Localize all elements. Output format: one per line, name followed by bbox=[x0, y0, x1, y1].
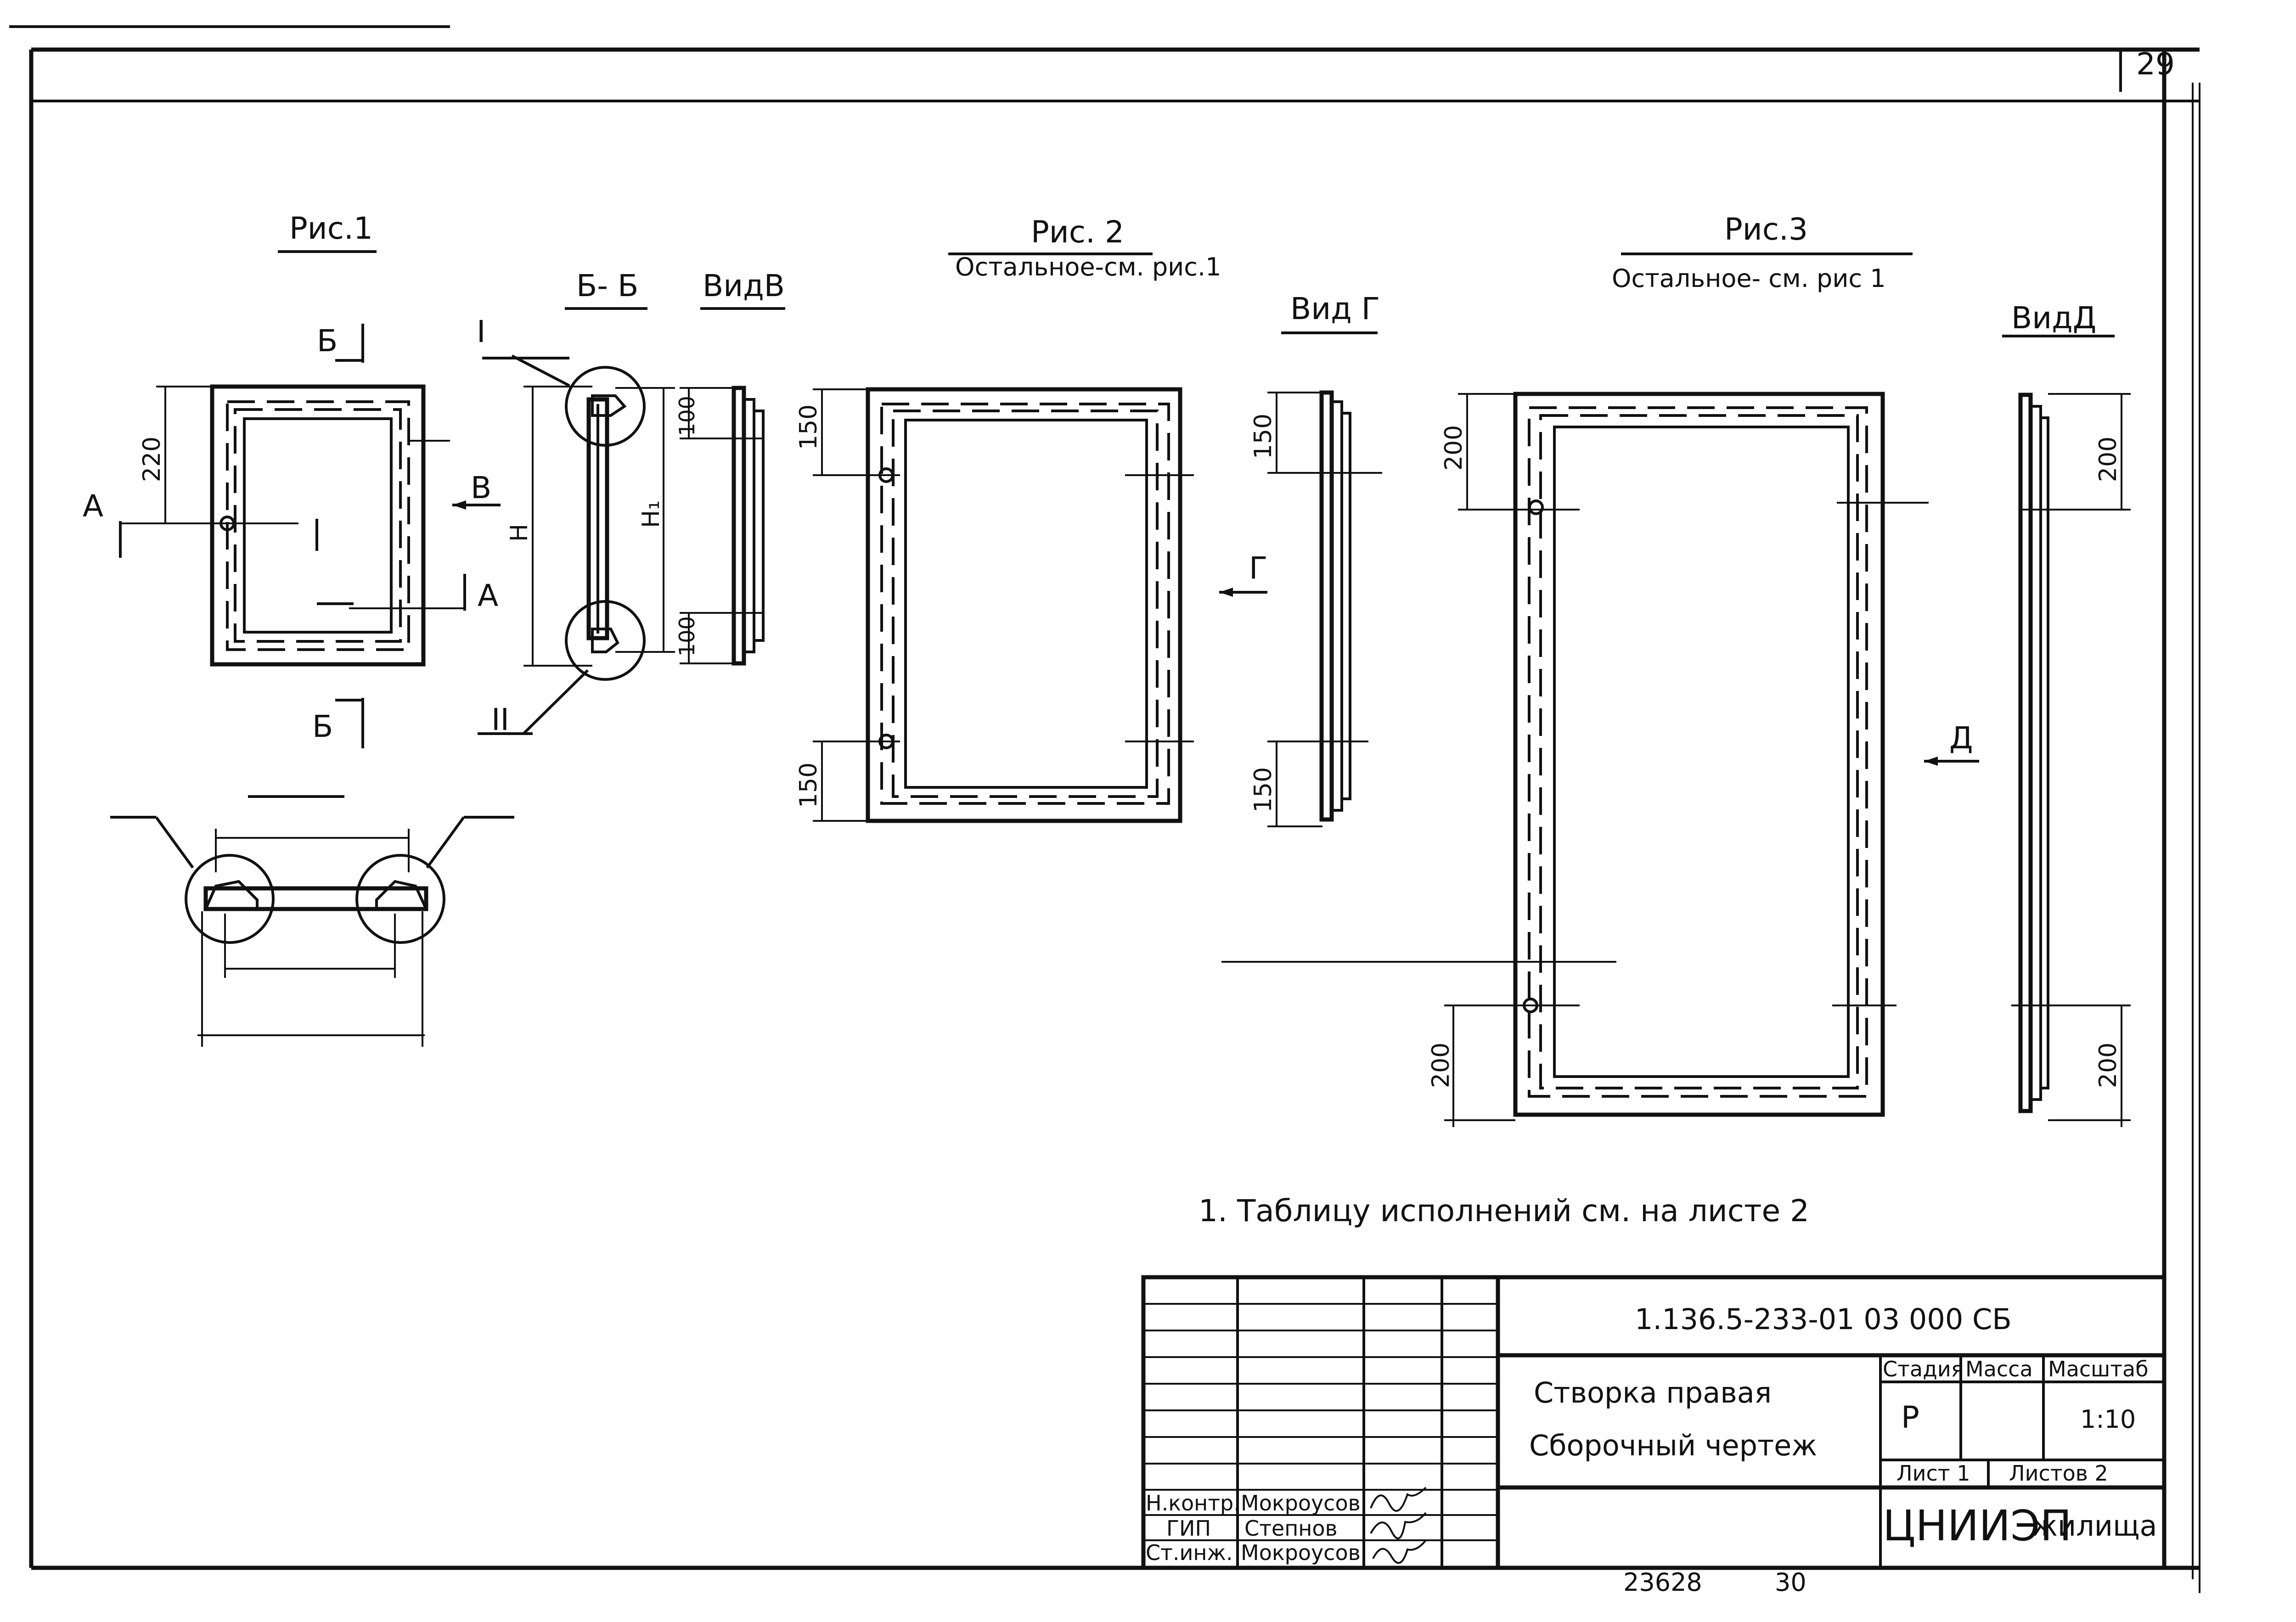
signature-role-1: Н.контр. bbox=[1146, 1491, 1240, 1515]
fig1-hidden-contour-2 bbox=[234, 408, 402, 643]
fig2-hidden-contour bbox=[880, 403, 1170, 805]
fig3-frame-inner bbox=[1553, 426, 1850, 1078]
title-block: Н.контр. Мокроусов ГИП Степнов Ст.инж. М… bbox=[1141, 1275, 2167, 1570]
fig1-dim-220: 220 bbox=[138, 437, 166, 482]
callout-ii-circle bbox=[565, 600, 646, 681]
view-d-dim-200-bottom: 200 bbox=[2094, 1043, 2122, 1088]
view-v-title: ВидВ bbox=[703, 268, 785, 303]
fig3-dim-200-bottom: 200 bbox=[1427, 1043, 1455, 1088]
signature-mark-3 bbox=[1372, 1539, 1427, 1564]
fig1-hidden-contour bbox=[226, 400, 410, 651]
fig2-subtitle: Остальное-см. рис.1 bbox=[955, 253, 1221, 281]
fig1-cut-a-right: A bbox=[478, 578, 498, 613]
fig2-dim-150-top: 150 bbox=[795, 404, 822, 450]
signature-mark-2 bbox=[1370, 1512, 1427, 1539]
fig1-cut-b-bottom: Б bbox=[312, 709, 333, 744]
view-v: ВидВ 100 100 bbox=[675, 268, 785, 666]
callout-iii-circle bbox=[185, 854, 275, 944]
callout-ii-label: II bbox=[491, 702, 509, 737]
drawing-name-line1: Створка правая bbox=[1534, 1376, 1772, 1409]
view-g-dim-150-top: 150 bbox=[1249, 414, 1277, 459]
fig1-arrow-v: В bbox=[471, 470, 491, 505]
fig2-hidden-contour-2 bbox=[892, 410, 1159, 798]
inventory-number: 23628 bbox=[1623, 1568, 1702, 1597]
section-bb-title: Б- Б bbox=[576, 268, 638, 303]
stage-header: Стадия bbox=[1883, 1357, 1964, 1381]
fig2-dim-150-bottom: 150 bbox=[795, 763, 822, 808]
signature-name-1: Мокроусов bbox=[1241, 1491, 1361, 1515]
fig1-cut-a-left: A bbox=[83, 488, 103, 524]
general-note: 1. Таблицу исполнений см. на листе 2 bbox=[1199, 1193, 1809, 1229]
fig3-dim-200-top: 200 bbox=[1440, 425, 1468, 471]
section-bb-profile bbox=[586, 397, 609, 640]
signature-role-3: Ст.инж. bbox=[1146, 1540, 1233, 1565]
fig3-arrow-d: Д bbox=[1949, 720, 1973, 756]
fig1-dim-h1: H₁ bbox=[637, 500, 665, 528]
view-g-dim-150-bottom: 150 bbox=[1249, 767, 1277, 813]
view-v-dim-100-top: 100 bbox=[675, 396, 699, 436]
signature-role-2: ГИП bbox=[1166, 1516, 1211, 1541]
figure-3: Рис.3 Остальное- см. рис 1 200 200 Д bbox=[1427, 212, 1979, 1127]
callout-i-circle bbox=[565, 366, 646, 447]
fig2-title: Рис. 2 bbox=[1031, 214, 1124, 250]
fig3-hidden-contour bbox=[1528, 406, 1868, 1098]
signature-name-2: Степнов bbox=[1244, 1516, 1338, 1541]
callout-i-label: I bbox=[477, 314, 485, 349]
stage-value: Р bbox=[1901, 1400, 1919, 1435]
view-g: Вид Г 150 150 bbox=[1249, 291, 1382, 827]
sheets-label: Листов 2 bbox=[2009, 1461, 2108, 1486]
drawing-frame bbox=[9, 25, 2200, 1593]
fig3-subtitle: Остальное- см. рис 1 bbox=[1612, 264, 1886, 293]
fig2-arrow-g: Г bbox=[1249, 550, 1267, 586]
fig1-dim-h: H bbox=[506, 524, 533, 542]
fig2-frame-inner bbox=[904, 419, 1148, 789]
fig3-title: Рис.3 bbox=[1724, 212, 1808, 247]
signature-name-3: Мокроусов bbox=[1241, 1540, 1361, 1565]
view-d-dim-200-top: 200 bbox=[2094, 437, 2122, 482]
figure-2: Рис. 2 Остальное-см. рис.1 150 150 Г bbox=[795, 214, 1267, 823]
callout-iv-circle bbox=[355, 854, 445, 944]
mass-header: Масса bbox=[1965, 1357, 2033, 1381]
section-aa bbox=[110, 795, 514, 1047]
fig1-title: Рис.1 bbox=[289, 211, 373, 246]
fig3-frame-outer bbox=[1513, 392, 1885, 1117]
fig1-cut-b-top: Б bbox=[317, 323, 338, 359]
fig1-frame-inner bbox=[243, 417, 393, 634]
sheet-number: 29 bbox=[2136, 46, 2175, 82]
section-aa-profile bbox=[203, 886, 428, 911]
figure-1: Рис.1 220 A A Б Б В bbox=[83, 211, 501, 748]
org-secondary: жилища bbox=[2032, 1509, 2157, 1543]
page-number: 30 bbox=[1775, 1568, 1806, 1597]
section-bb: Б- Б I II H H₁ bbox=[477, 268, 675, 737]
drawing-name-line2: Сборочный чертеж bbox=[1529, 1429, 1817, 1462]
view-d-title: ВидД bbox=[2011, 300, 2096, 336]
fig2-frame-outer bbox=[866, 387, 1182, 823]
fig3-hidden-contour-2 bbox=[1539, 414, 1859, 1089]
scale-value: 1:10 bbox=[2080, 1405, 2136, 1434]
view-v-dim-100-bottom: 100 bbox=[675, 616, 699, 657]
sheet-label: Лист 1 bbox=[1896, 1461, 1970, 1486]
document-code: 1.136.5-233-01 03 000 СБ bbox=[1635, 1302, 2012, 1336]
scale-header: Масштаб bbox=[2048, 1357, 2149, 1381]
view-g-title: Вид Г bbox=[1290, 291, 1380, 326]
signature-mark-1 bbox=[1370, 1487, 1427, 1512]
view-d: ВидД 200 200 bbox=[2002, 300, 2131, 1127]
org-primary: ЦНИИЭП bbox=[1883, 1501, 2072, 1550]
fig1-frame-outer bbox=[210, 384, 426, 667]
